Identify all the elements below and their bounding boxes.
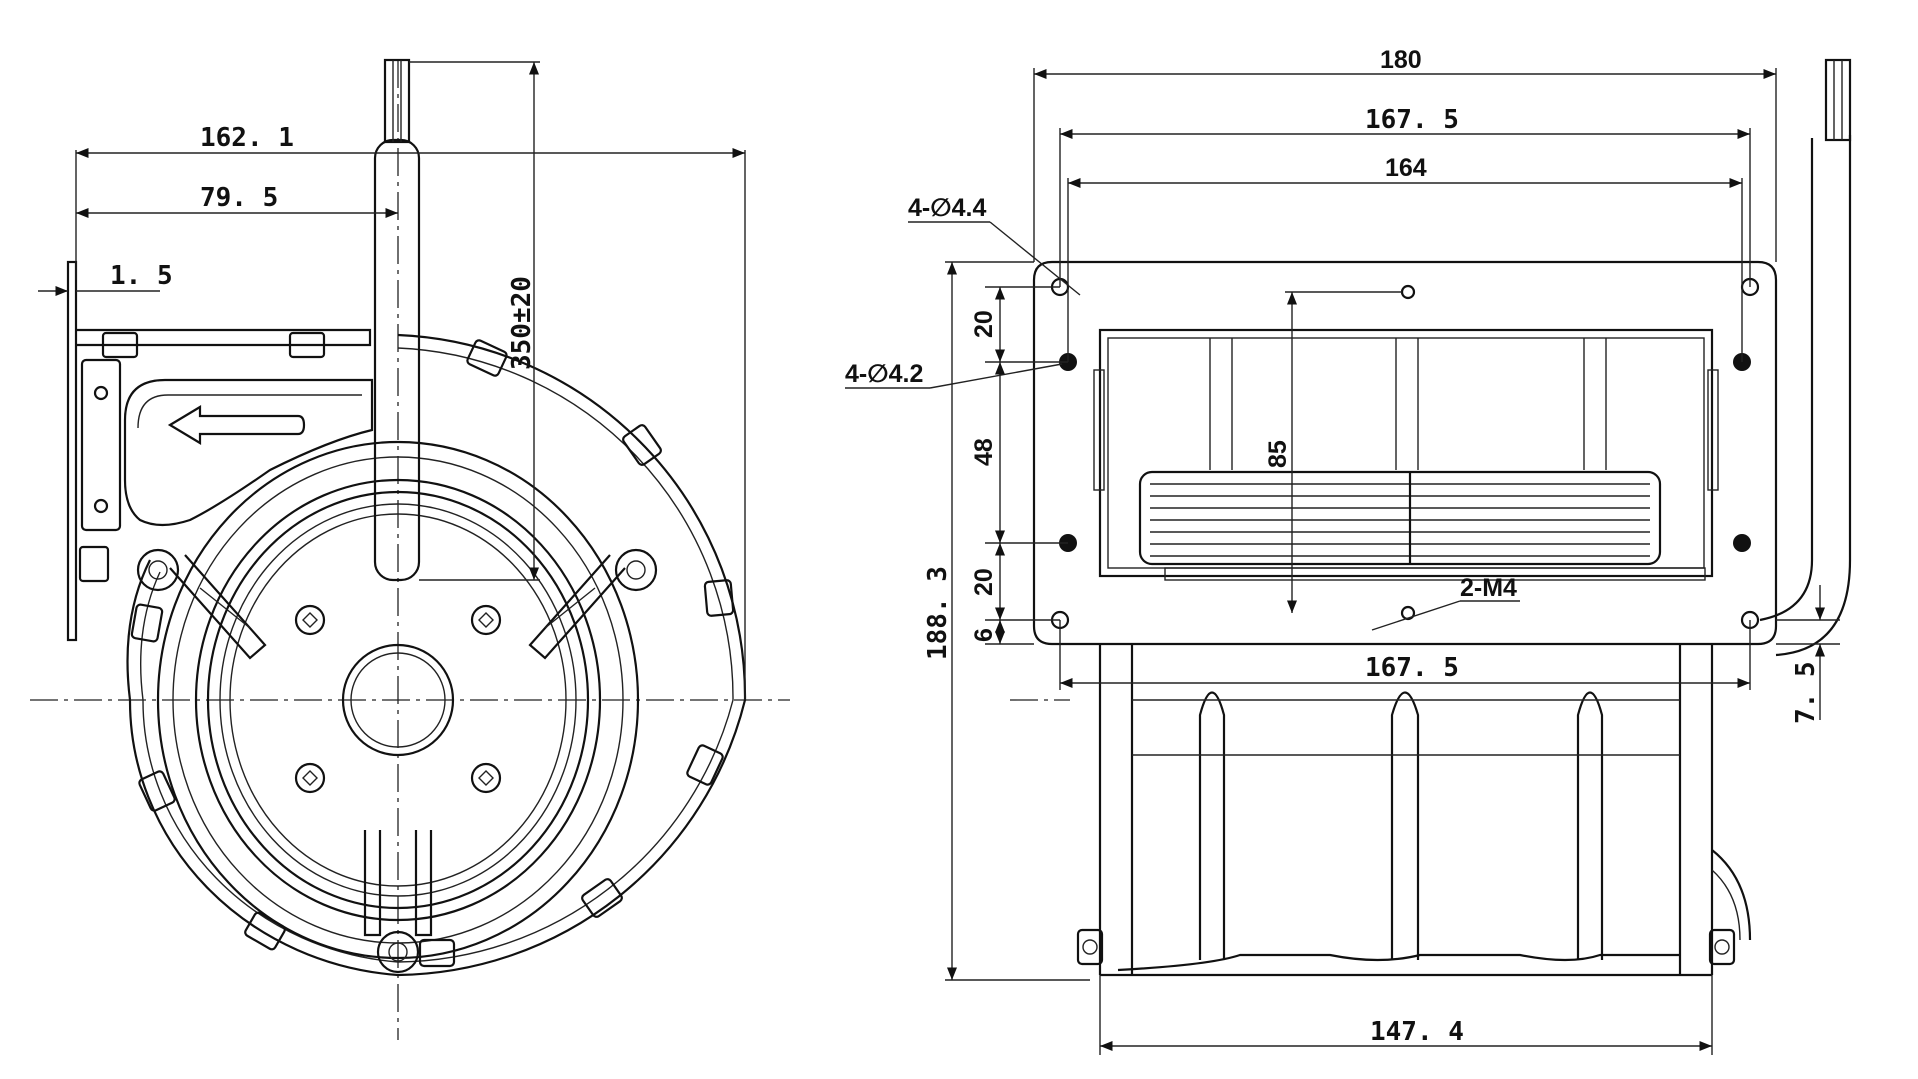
front-dimensions: 180 167. 5 164 4-∅4.4 4-∅4.2 xyxy=(845,46,1840,1055)
front-flange-plate xyxy=(1032,260,1778,646)
dim-lower-spacing: 167. 5 xyxy=(1365,653,1459,683)
label-outer-holes: 4-∅4.4 xyxy=(908,194,986,222)
dim-spacing-bottom: 20 xyxy=(970,568,998,596)
front-cable xyxy=(1759,58,1852,657)
dim-bottom-margin: 6 xyxy=(970,628,998,642)
dim-overall-width: 162. 1 xyxy=(200,123,294,153)
blower-body xyxy=(1076,644,1752,977)
front-view: 180 167. 5 164 4-∅4.4 4-∅4.2 xyxy=(845,46,1852,1055)
airflow-arrow-icon xyxy=(167,405,306,445)
dim-opening-height: 85 xyxy=(1264,440,1292,468)
dim-body-width: 147. 4 xyxy=(1370,1017,1464,1047)
outlet-duct xyxy=(123,378,374,527)
dim-hole-spacing-outer: 167. 5 xyxy=(1365,105,1459,135)
label-inner-holes: 4-∅4.2 xyxy=(845,360,923,388)
dim-hole-spacing-inner: 164 xyxy=(1385,154,1427,182)
label-threaded-holes: 2-M4 xyxy=(1460,574,1517,602)
dim-total-height: 188. 3 xyxy=(923,566,953,660)
outlet-opening xyxy=(1093,328,1719,581)
housing-clips xyxy=(130,339,735,968)
blower-housing xyxy=(126,333,747,977)
side-dimensions: 162. 1 79. 5 1. 5 350±20 xyxy=(38,61,746,700)
dim-flange-thickness: 1. 5 xyxy=(110,261,173,291)
dim-spacing-top: 20 xyxy=(970,310,998,338)
impeller xyxy=(1138,470,1662,566)
dim-overall-width-front: 180 xyxy=(1380,46,1422,74)
dim-flange-offset: 7. 5 xyxy=(1791,661,1821,724)
dim-spacing-mid: 48 xyxy=(970,438,998,466)
side-view: 162. 1 79. 5 1. 5 350±20 xyxy=(30,58,790,1040)
dim-cable-length: 350±20 xyxy=(507,276,537,370)
mounting-flange xyxy=(66,260,372,642)
cable xyxy=(373,58,421,582)
motor-brackets xyxy=(136,548,658,974)
motor-screws xyxy=(294,604,502,794)
dim-cable-offset: 79. 5 xyxy=(200,183,278,213)
